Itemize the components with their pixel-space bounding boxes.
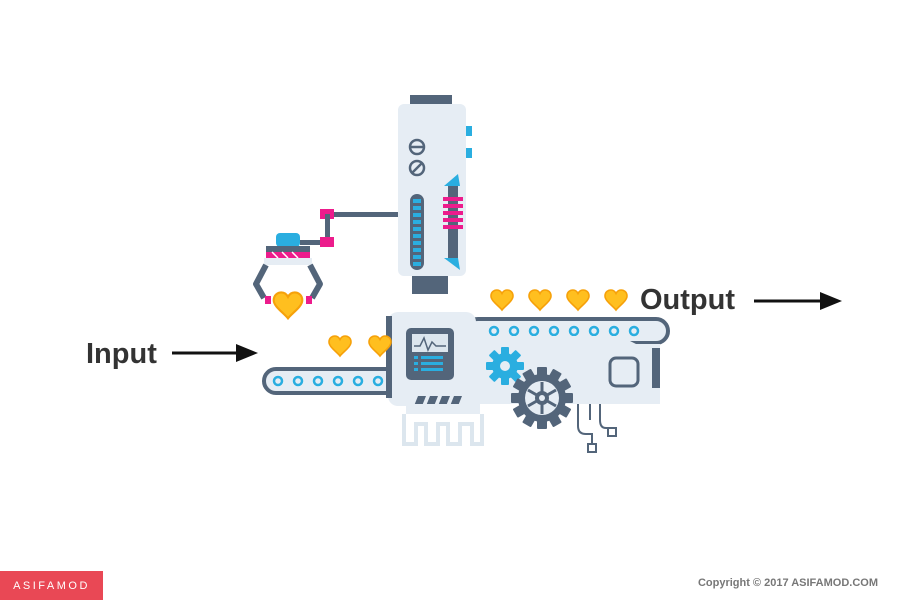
heart-icon bbox=[328, 335, 352, 357]
output-hearts bbox=[490, 289, 628, 311]
output-label: Output bbox=[640, 284, 736, 316]
heart-icon bbox=[604, 289, 628, 311]
robot-arm bbox=[253, 209, 398, 320]
input-label: Input bbox=[86, 338, 157, 370]
output-arrow bbox=[754, 292, 842, 310]
heart-icon bbox=[528, 289, 552, 311]
copyright-text: Copyright © 2017 ASIFAMOD.COM bbox=[697, 577, 878, 589]
input-arrow bbox=[172, 344, 258, 362]
brand-logo: ASIFAMOD bbox=[0, 571, 103, 600]
sensor-wires bbox=[577, 404, 617, 453]
blue-gear-icon bbox=[486, 347, 524, 385]
input-conveyor bbox=[262, 367, 400, 395]
machine-column bbox=[398, 95, 472, 294]
input-hearts bbox=[328, 335, 392, 357]
heart-icon bbox=[566, 289, 590, 311]
heart-icon bbox=[490, 289, 514, 311]
dark-gear-icon bbox=[511, 367, 573, 429]
